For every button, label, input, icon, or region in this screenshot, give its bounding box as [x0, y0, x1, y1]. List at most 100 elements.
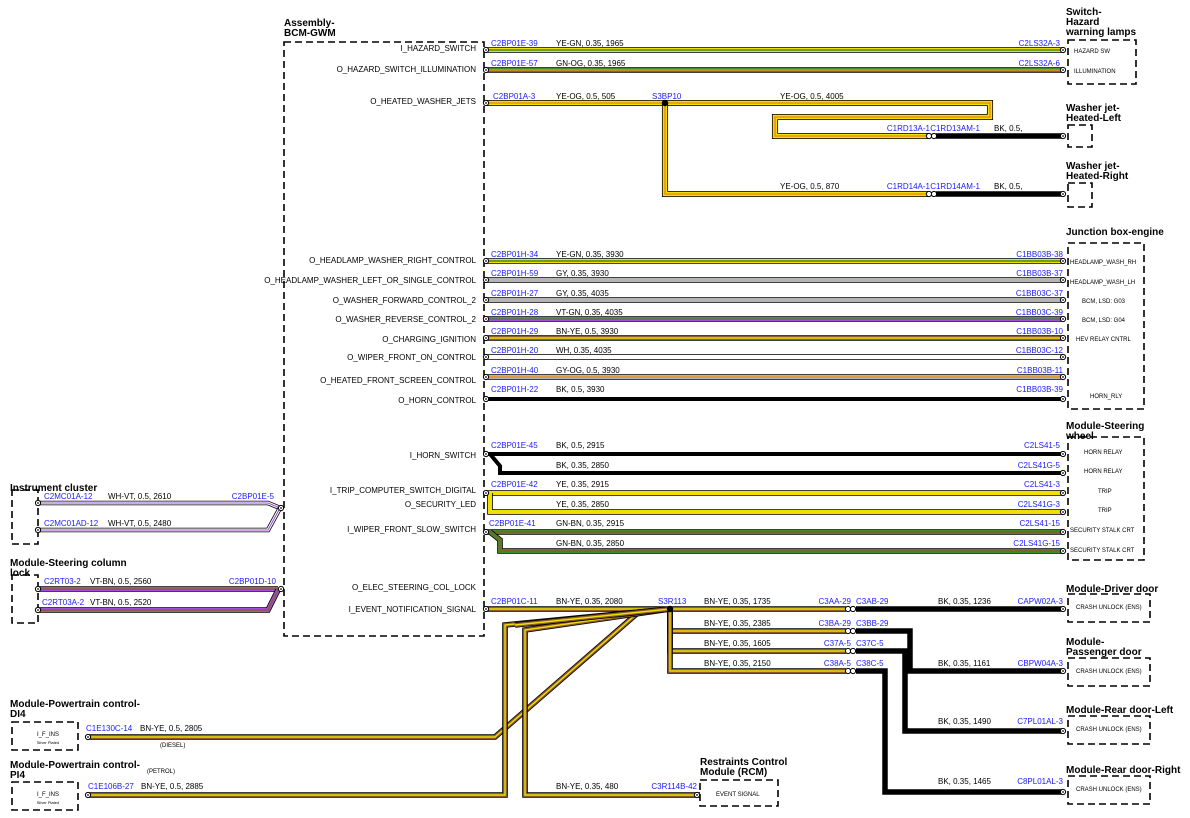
pin-label: BCM, LSD: G04 [1082, 318, 1126, 324]
wire-spec: GN-BN, 0.35, 2850 [556, 539, 625, 548]
bcm-pin: O_HEADLAMP_WASHER_LEFT_OR_SINGLE_CONTROL [264, 276, 476, 285]
inline-connector [844, 647, 852, 655]
bcm-pin-labels: I_HAZARD_SWITCH O_HAZARD_SWITCH_ILLUMINA… [264, 44, 476, 614]
pin-label: HORN RELAY [1084, 450, 1123, 456]
splice-dot [666, 605, 674, 613]
connector-label: C2BP01H-59 [491, 269, 539, 278]
connector-label: CAPW02A-3 [1018, 597, 1064, 606]
wire-spec: BK, 0.35, 1161 [938, 659, 991, 668]
pin-dot [1062, 49, 1064, 51]
pin-dot [1062, 356, 1064, 358]
wire-instrument-1-tracer [38, 502, 281, 509]
left-labels: C2MC01A-12 WH-VT, 0.5, 2610 C2BP01E-5 C2… [42, 492, 277, 607]
wire-instrument-1 [38, 501, 281, 510]
pin-dot [1062, 69, 1064, 71]
pin-label: TRIP [1098, 489, 1112, 495]
wire-spec: BK, 0.5, 3930 [556, 385, 605, 394]
pin-label: HEADLAMP_WASH_RH [1070, 260, 1136, 266]
splice-label: S3BP10 [652, 92, 682, 101]
pin-dot [485, 398, 487, 400]
connector-label: C2LS32A-6 [1019, 59, 1061, 68]
pin-dot [1062, 608, 1064, 610]
title-pass-door: Module-Passenger door [1066, 637, 1142, 658]
connector-label: C2BP01E-42 [491, 480, 538, 489]
inline-connector [930, 190, 938, 198]
pin-dot [1062, 472, 1064, 474]
wire-spec: VT-GN, 0.35, 4035 [556, 308, 623, 317]
connector-label: C2BP01H-28 [491, 308, 539, 317]
pin-dot [1062, 398, 1064, 400]
wire-spec: BN-YE, 0.5, 2885 [141, 782, 204, 791]
wire-spec: GN-OG, 0.35, 1965 [556, 59, 626, 68]
event-labels: C2BP01C-11 BN-YE, 0.35, 2080 S3R113 BN-Y… [86, 597, 1064, 791]
pin-label: I_F_INS [37, 792, 59, 798]
pin-label: HEV RELAY CNTRL [1076, 337, 1131, 343]
pin-label: BCM, LSD: G03 [1082, 299, 1126, 305]
connector-label: C2LS41G-15 [1013, 539, 1060, 548]
connector-label: C1E130C-14 [86, 724, 133, 733]
bcm-pin: O_WIPER_FRONT_ON_CONTROL [347, 353, 476, 362]
wire-event-di4 [88, 609, 642, 739]
connector-label: C3BB-29 [856, 619, 889, 628]
wire-spec: GY-OG, 0.5, 3930 [556, 366, 620, 375]
wire-event-pi4 [88, 607, 671, 797]
connector-label: C1BB03B-10 [1016, 327, 1063, 336]
title-rear-left: Module-Rear door-Left [1066, 705, 1174, 716]
pin-dot [1062, 730, 1064, 732]
connector-label: C2LS41G-3 [1018, 500, 1061, 509]
connector-label: C2BP01E-45 [491, 441, 538, 450]
pin-dot [485, 337, 487, 339]
wire-spec: WH, 0.35, 4035 [556, 346, 612, 355]
pin-dot [1062, 376, 1064, 378]
connector-label: C3AB-29 [856, 597, 889, 606]
wire-spec: BN-YE, 0.35, 1735 [704, 597, 771, 606]
hazard-box [1067, 39, 1137, 85]
wire-spec: BK, 0.5, [994, 182, 1022, 191]
connector-label: C38A-5 [824, 659, 852, 668]
wire-spec: BK, 0.35, 2850 [556, 461, 609, 470]
wire-spec: YE-GN, 0.35, 1965 [556, 39, 624, 48]
wire-event-rcm-tracer [524, 608, 700, 796]
wire-spec: BK, 0.35, 1490 [938, 717, 991, 726]
wire-spec: VT-BN, 0.5, 2520 [90, 598, 152, 607]
pin-dot [37, 529, 39, 531]
wire-spec: BK, 0.35, 1236 [938, 597, 991, 606]
connector-label: C8PL01AL-3 [1017, 777, 1063, 786]
bcm-pin: O_HEATED_WASHER_JETS [370, 97, 476, 106]
connector-label: C37A-5 [824, 639, 852, 648]
connector-label: C1RD14AM-1 [930, 182, 980, 191]
wire-spec: YE-OG, 0.5, 4005 [780, 92, 844, 101]
inline-connector [930, 132, 938, 140]
washer-labels: C2BP01A-3 YE-OG, 0.5, 505 S3BP10 YE-OG, … [493, 92, 1022, 191]
connector-label: C3AA-29 [819, 597, 852, 606]
connector-label: C2LS41-15 [1020, 519, 1061, 528]
connector-label: C2BP01H-40 [491, 366, 539, 375]
instrument-box [11, 489, 39, 545]
pin-dot [485, 453, 487, 455]
pin-label: CRASH UNLOCK (ENS) [1076, 605, 1142, 611]
connector-label: C1RD13AM-1 [930, 124, 980, 133]
connector-label: C38C-5 [856, 659, 884, 668]
pin-label: HAZARD SW [1074, 49, 1110, 55]
connector-label: C2BP01H-27 [491, 289, 539, 298]
pin-dot [696, 794, 698, 796]
pin-dot [1062, 135, 1064, 137]
pin-dot [1062, 279, 1064, 281]
pin-label: HORN_RLY [1090, 394, 1122, 400]
connector-label: C2RT03A-2 [42, 598, 85, 607]
title-pcm-di4: Module-Powertrain control-DI4 [10, 699, 140, 720]
inline-connector [849, 627, 857, 635]
pin-dot [280, 588, 282, 590]
connector-label: CBPW04A-3 [1018, 659, 1064, 668]
title-bcm: Assembly-BCM-GWM [284, 18, 336, 39]
pin-dot [1062, 299, 1064, 301]
bcm-pin: O_WASHER_FORWARD_CONTROL_2 [333, 296, 477, 305]
pin-dot [485, 69, 487, 71]
connector-label: C2BP01D-10 [229, 577, 277, 586]
right-pin-labels: HAZARD SW ILLUMINATION HEADLAMP_WASH_RH … [37, 49, 1142, 805]
bcm-pin: O_ELEC_STEERING_COL_LOCK [352, 583, 477, 592]
pin-dot [1062, 670, 1064, 672]
wire-spec: WH-VT, 0.5, 2610 [108, 492, 172, 501]
